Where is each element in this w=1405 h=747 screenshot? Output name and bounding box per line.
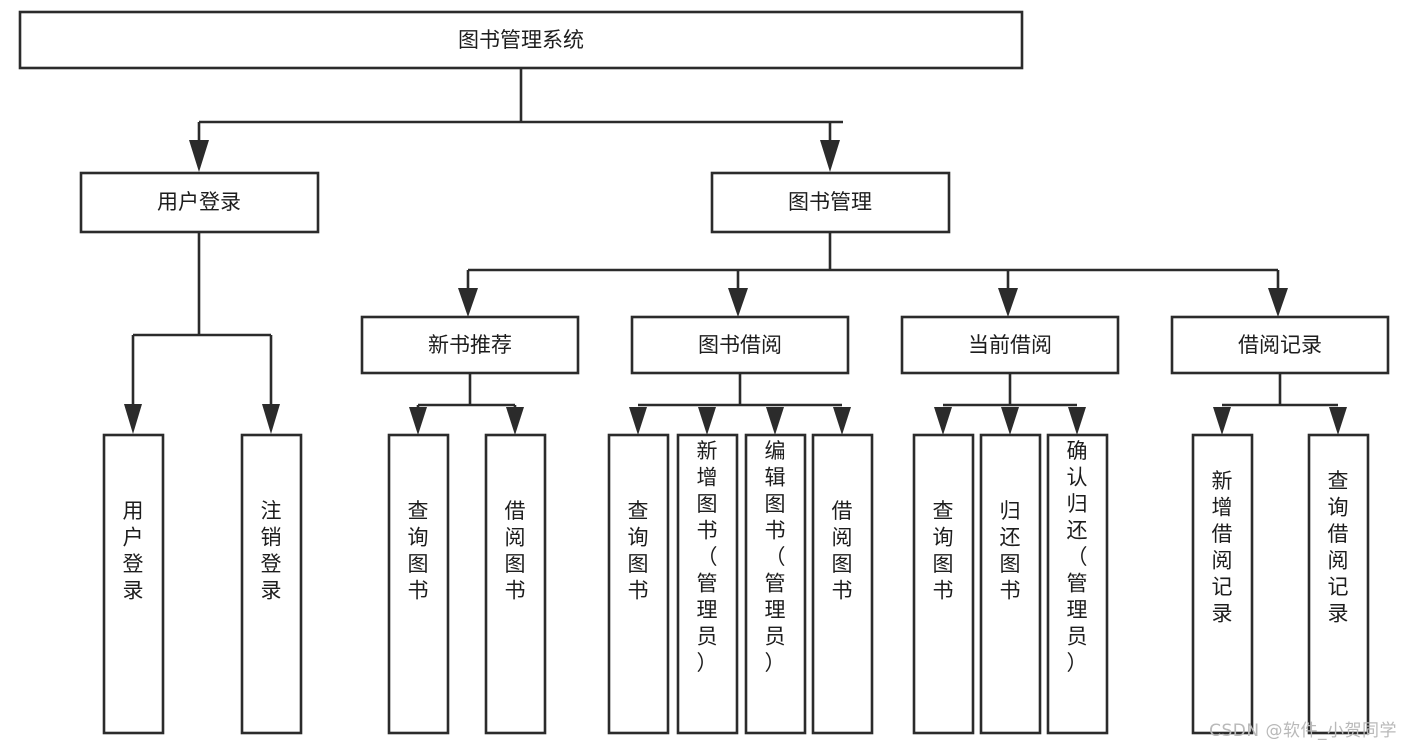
leaf-borrow-record-2-box[interactable] [1307,433,1370,735]
leaf-new-book-recommend-2-box[interactable] [484,433,547,735]
leaf-book-borrow-1[interactable]: 查询图书 [607,433,670,735]
leaf-book-borrow-4[interactable]: 借阅图书 [811,433,874,735]
arrow-cb-leaf-1 [934,407,952,435]
arrow-cb-leaf-2 [1001,407,1019,435]
leaf-borrow-record-2-label: 查询借阅记录 [1328,469,1349,626]
node-book-management-label: 图书管理 [788,190,872,214]
leaf-borrow-record-1-box[interactable] [1191,433,1254,735]
node-book-borrow-label: 图书借阅 [698,333,782,357]
node-current-borrow-box[interactable] [900,315,1120,375]
arrow-root-to-user-login [189,140,209,172]
leaf-current-borrow-1-label: 查询图书 [933,499,954,603]
node-borrow-record[interactable]: 借阅记录 [1170,315,1390,375]
node-user-login-box[interactable] [79,171,320,234]
leaf-new-book-recommend-1-label: 查询图书 [408,499,429,603]
leaf-book-borrow-2-box[interactable] [676,433,739,735]
leaf-user-login-2-label: 注销登录 [261,499,282,603]
arrow-bb-leaf-1 [629,407,647,435]
connector-group-user-login [124,232,280,434]
leaf-book-borrow-2-label: 新增图书（管理员） [697,439,718,675]
leaf-user-login-1-box[interactable] [102,433,165,735]
node-book-management-box[interactable] [710,171,951,234]
leaf-book-borrow-2[interactable]: 新增图书（管理员） [676,433,739,735]
node-book-borrow-box[interactable] [630,315,850,375]
arrow-bb-leaf-4 [833,407,851,435]
leaf-borrow-record-1[interactable]: 新增借阅记录 [1191,433,1254,735]
arrow-bm-to-current-borrow [998,288,1018,317]
leaf-new-book-recommend-1[interactable]: 查询图书 [387,433,450,735]
arrow-br-leaf-2 [1329,407,1347,435]
connector-group-borrow-record [1213,373,1347,435]
leaf-current-borrow-1-box[interactable] [912,433,975,735]
leaf-borrow-record-1-label: 新增借阅记录 [1212,469,1233,626]
node-user-login[interactable]: 用户登录 [79,171,320,234]
arrow-bm-to-book-borrow [728,288,748,317]
node-new-book-recommend-box[interactable] [360,315,580,375]
connector-group-book-manage [458,232,1288,317]
arrow-root-to-book-manage [820,140,840,172]
node-root-box[interactable] [18,10,1024,70]
leaf-book-borrow-1-label: 查询图书 [628,499,649,603]
leaf-book-borrow-3-box[interactable] [744,433,807,735]
arrow-cb-leaf-3 [1068,407,1086,435]
node-new-book-recommend-label: 新书推荐 [428,333,512,357]
arrow-nbr-leaf-1 [409,407,427,435]
node-book-management[interactable]: 图书管理 [710,171,951,234]
leaf-current-borrow-1[interactable]: 查询图书 [912,433,975,735]
leaf-book-borrow-1-box[interactable] [607,433,670,735]
connector-group-book-borrow [629,373,851,435]
connector-group-current-borrow [934,373,1086,435]
leaf-user-login-2[interactable]: 注销登录 [240,433,303,735]
leaf-new-book-recommend-2[interactable]: 借阅图书 [484,433,547,735]
leaf-book-borrow-4-box[interactable] [811,433,874,735]
leaf-book-borrow-3-label: 编辑图书（管理员） [765,439,786,675]
leaf-current-borrow-3-box[interactable] [1046,433,1109,735]
leaf-user-login-1-label: 用户登录 [123,499,144,603]
leaf-current-borrow-3-label: 确认归还（管理员） [1067,439,1088,675]
leaf-new-book-recommend-1-box[interactable] [387,433,450,735]
arrow-nbr-leaf-2 [506,407,524,435]
leaf-book-borrow-3[interactable]: 编辑图书（管理员） [744,433,807,735]
node-borrow-record-box[interactable] [1170,315,1390,375]
node-user-login-label: 用户登录 [157,190,241,214]
arrow-user-login-leaf-1 [124,404,142,434]
connector-group-new-book-recommend [409,373,524,435]
leaf-book-borrow-4-label: 借阅图书 [832,499,853,603]
arrow-user-login-leaf-2 [262,404,280,434]
node-new-book-recommend[interactable]: 新书推荐 [360,315,580,375]
node-root-label: 图书管理系统 [458,28,584,52]
node-book-borrow[interactable]: 图书借阅 [630,315,850,375]
arrow-bm-to-borrow-record [1268,288,1288,317]
arrow-bb-leaf-2 [698,407,716,435]
node-borrow-record-label: 借阅记录 [1238,333,1322,357]
arrow-bm-to-new-book [458,288,478,317]
leaf-current-borrow-3[interactable]: 确认归还（管理员） [1046,433,1109,735]
leaf-current-borrow-2[interactable]: 归还图书 [979,433,1042,735]
node-root-book-management-system[interactable]: 图书管理系统 [18,10,1024,70]
node-current-borrow[interactable]: 当前借阅 [900,315,1120,375]
connector-group-root [189,68,843,172]
leaf-user-login-1[interactable]: 用户登录 [102,433,165,735]
leaf-user-login-2-box[interactable] [240,433,303,735]
leaf-new-book-recommend-2-label: 借阅图书 [505,499,526,603]
leaf-borrow-record-2[interactable]: 查询借阅记录 [1307,433,1370,735]
leaf-current-borrow-2-label: 归还图书 [1000,499,1021,603]
arrow-br-leaf-1 [1213,407,1231,435]
node-current-borrow-label: 当前借阅 [968,333,1052,357]
arrow-bb-leaf-3 [766,407,784,435]
leaf-current-borrow-2-box[interactable] [979,433,1042,735]
